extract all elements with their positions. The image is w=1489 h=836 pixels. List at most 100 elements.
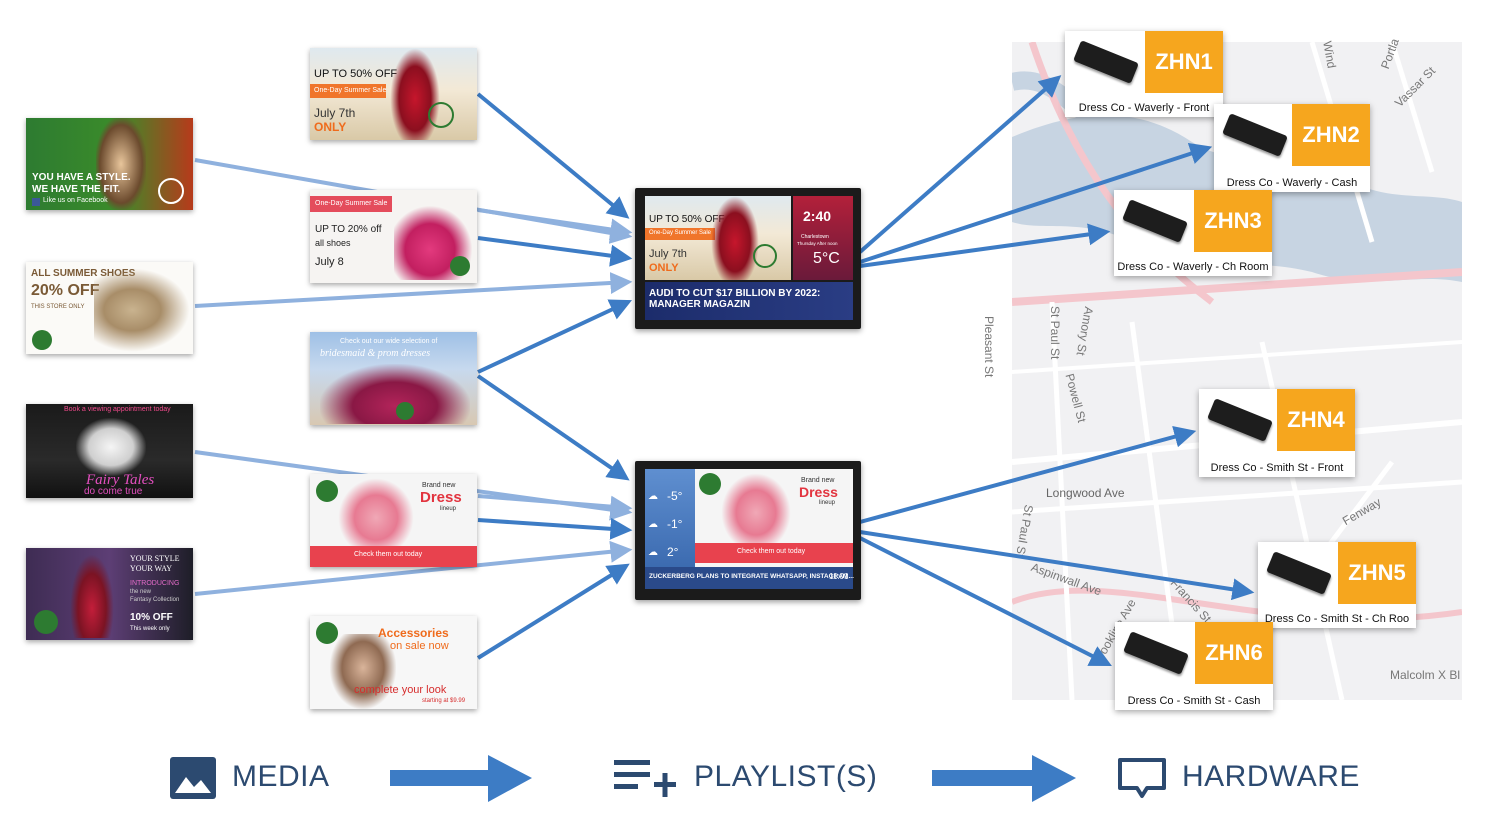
hardware-label: Dress Co - Waverly - Front — [1078, 102, 1210, 114]
arrow-media-mid4-to-playlist2 — [477, 494, 633, 518]
media-left2-footer: THIS STORE ONLY — [31, 304, 85, 310]
playlist1-weather-note: Thursday After noon — [797, 241, 838, 246]
media-stick-icon — [1266, 551, 1332, 595]
hardware-zhn2[interactable]: ZHN2 Dress Co - Waverly - Cash — [1214, 104, 1370, 192]
media-mid3-line2: bridesmaid & prom dresses — [320, 348, 431, 359]
arrow-media-mid2-to-playlist1 — [477, 208, 633, 241]
media-left2-line2: 20% OFF — [31, 282, 100, 299]
media-card-50-off[interactable]: UP TO 50% OFF One-Day Summer Sale July 7… — [310, 48, 477, 140]
hardware-zhn3[interactable]: ZHN3 Dress Co - Waverly - Ch Room — [1114, 190, 1272, 276]
playlist1-promo-band-text: One-Day Summer Sale — [649, 230, 712, 236]
media-mid1-line1: UP TO 50% OFF — [314, 68, 398, 80]
media-left3-footer: do come true — [84, 486, 143, 497]
playlist-add-icon — [614, 760, 676, 797]
media-card-bridesmaid[interactable]: Check out our wide selection of bridesma… — [310, 332, 477, 425]
media-card-style-fit[interactable]: YOU HAVE A STYLE. WE HAVE THE FIT. Like … — [26, 118, 193, 210]
playlist2-band-text: Check them out today — [737, 548, 806, 555]
media-left4-footer: This week only — [130, 626, 170, 632]
playlist1-time: 2:40 — [803, 208, 832, 224]
arrow-media-mid2b-to-playlist1 — [477, 236, 633, 267]
playlist1-promo-date: July 7th — [649, 248, 687, 260]
playlist1-promo: UP TO 50% OFF One-Day Summer Sale July 7… — [645, 196, 791, 280]
facebook-icon — [32, 198, 40, 206]
media-stick-icon — [1123, 631, 1189, 675]
playlist2-weather: ☁ -5° ☁ -1° ☁ 2° — [645, 469, 695, 567]
media-mid2-line1: UP TO 20% off — [315, 224, 382, 235]
hardware-screen-icon — [1118, 758, 1166, 798]
media-mid5-line2: on sale now — [390, 640, 449, 652]
legend-playlists: PLAYLIST(S) — [694, 760, 878, 793]
media-card-your-style[interactable]: YOUR STYLE YOUR WAY INTRODUCING the new … — [26, 548, 193, 640]
logo-badge-icon — [396, 402, 414, 420]
hardware-zhn5[interactable]: ZHN5 Dress Co - Smith St - Ch Roo — [1258, 542, 1416, 628]
hardware-code: ZHN6 — [1195, 622, 1273, 684]
map-label-malcolm-x: Malcolm X Bl — [1390, 668, 1461, 682]
model-photo — [96, 118, 146, 210]
arrow-media-mid3-to-playlist1 — [477, 299, 632, 374]
media-left3-line1: Book a viewing appointment today — [64, 406, 171, 413]
playlist2-line3: lineup — [819, 500, 836, 506]
media-card-dress-lineup[interactable]: Brand new Dress lineup Check them out to… — [310, 474, 477, 567]
hardware-zhn4[interactable]: ZHN4 Dress Co - Smith St - Front — [1199, 389, 1355, 477]
map-label-st-paul-st: St Paul St — [1048, 306, 1062, 360]
hardware-code: ZHN3 — [1194, 190, 1272, 252]
shoes-photo — [94, 268, 190, 352]
media-card-summer-shoes[interactable]: ALL SUMMER SHOES 20% OFF THIS STORE ONLY — [26, 262, 193, 354]
playlist2-band — [695, 543, 853, 563]
map-label-longwood-ave: Longwood Ave — [1046, 486, 1125, 500]
media-mid2-line2: all shoes — [315, 238, 351, 248]
logo-badge-icon — [699, 473, 721, 495]
logo-badge-icon — [428, 102, 454, 128]
media-left4-sub2: the new — [130, 589, 152, 595]
media-left1-footer: Like us on Facebook — [43, 197, 108, 204]
playlist2-clock: 11:01 — [829, 572, 849, 581]
media-mid5-line3: complete your look — [354, 684, 447, 696]
logo-badge-icon — [316, 480, 338, 502]
playlist1-city: Charlestown — [801, 234, 829, 240]
hardware-code: ZHN4 — [1277, 389, 1355, 451]
media-left1-line2: WE HAVE THE FIT. — [32, 184, 121, 195]
media-stick-icon — [1122, 199, 1188, 243]
logo-badge-icon — [450, 256, 470, 276]
playlist2-temp-3: 2° — [667, 545, 679, 559]
hardware-code: ZHN5 — [1338, 542, 1416, 604]
playlist1-promo-band — [645, 228, 715, 240]
media-left3-line2: Fairy Tales — [86, 472, 155, 488]
arrow-media-left2-to-playlist1 — [194, 271, 633, 308]
logo-badge-icon — [753, 244, 777, 268]
media-card-accessories[interactable]: Accessories on sale now complete your lo… — [310, 616, 477, 709]
playlist-screen-1[interactable]: UP TO 50% OFF One-Day Summer Sale July 7… — [635, 188, 861, 329]
media-stick-icon — [1207, 398, 1273, 442]
legend-media: MEDIA — [232, 760, 330, 793]
media-mid4-line3: lineup — [440, 506, 457, 512]
playlist-screen-2[interactable]: ☁ -5° ☁ -1° ☁ 2° Brand new Dress lineup … — [635, 461, 861, 600]
media-mid4-band-text: Check them out today — [354, 551, 423, 558]
arrow-media-mid4b-to-playlist2 — [477, 517, 633, 540]
playlist2-temp-1: -5° — [667, 489, 683, 503]
playlist2-temp-2: -1° — [667, 517, 683, 531]
media-left4-line2: YOUR WAY — [130, 564, 173, 573]
model-red-dress-photo — [70, 554, 114, 638]
media-card-20-off[interactable]: One-Day Summer Sale UP TO 20% off all sh… — [310, 190, 477, 283]
arrow-media-mid5-to-playlist2 — [476, 563, 630, 660]
hardware-label: Dress Co - Smith St - Front — [1210, 462, 1344, 474]
logo-badge-icon — [158, 178, 184, 204]
playlist1-weather: 2:40 Charlestown Thursday After noon 5°C — [793, 196, 853, 280]
media-mid3-line1: Check out our wide selection of — [340, 338, 438, 345]
playlist1-promo-line1: UP TO 50% OFF — [649, 214, 725, 225]
woman-photo — [330, 634, 396, 709]
hardware-code: ZHN1 — [1145, 31, 1223, 93]
media-left1-line1: YOU HAVE A STYLE. — [32, 172, 131, 183]
playlist2-line1: Brand new — [801, 477, 835, 484]
hardware-zhn1[interactable]: ZHN1 Dress Co - Waverly - Front — [1065, 31, 1223, 117]
weather-cloud-icon: ☁ — [648, 519, 658, 530]
media-card-fairy-tales[interactable]: Book a viewing appointment today Fairy T… — [26, 404, 193, 498]
hardware-zhn6[interactable]: ZHN6 Dress Co - Smith St - Cash — [1115, 622, 1273, 710]
playlist1-news: AUDI TO CUT $17 BILLION BY 2022: MANAGER… — [645, 282, 853, 320]
hardware-label: Dress Co - Waverly - Ch Room — [1117, 261, 1269, 273]
media-mid4-line2: Dress — [420, 489, 462, 506]
logo-badge-icon — [32, 330, 52, 350]
playlist1-temp: 5°C — [813, 250, 840, 267]
playlist2-promo: Brand new Dress lineup Check them out to… — [695, 469, 853, 567]
playlist2-ticker-text: ZUCKERBERG PLANS TO INTEGRATE WHATSAPP, … — [649, 573, 854, 580]
